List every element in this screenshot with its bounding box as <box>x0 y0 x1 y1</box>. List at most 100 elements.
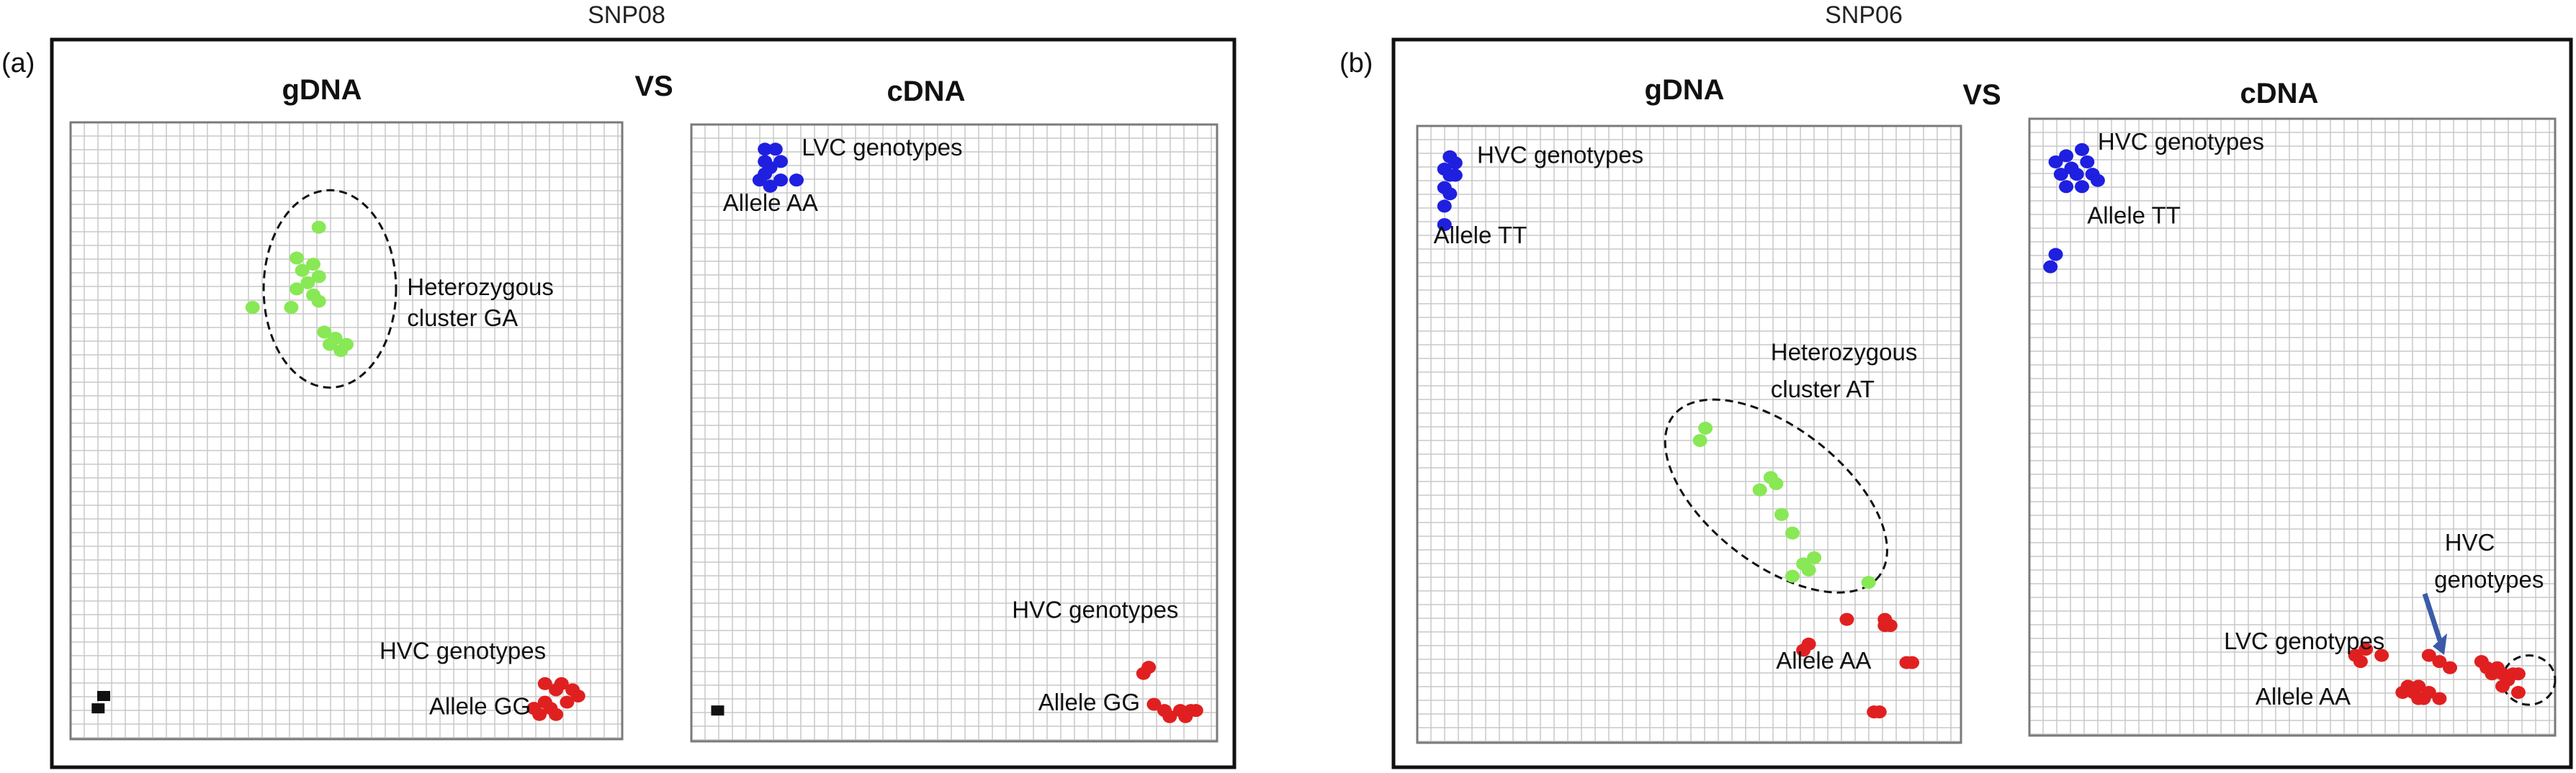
data-point <box>2510 667 2526 681</box>
data-point <box>1807 551 1822 564</box>
data-point <box>763 179 778 193</box>
data-point <box>1839 612 1854 626</box>
data-point <box>570 690 585 703</box>
data-point <box>290 282 305 296</box>
data-point <box>311 294 326 308</box>
data-point <box>549 683 564 697</box>
cluster-ellipse <box>262 189 398 389</box>
plot-border <box>690 123 1219 743</box>
annotation-label: HVC genotypes <box>2098 128 2264 155</box>
data-point <box>2048 155 2063 168</box>
data-point <box>2353 655 2368 669</box>
data-point <box>1162 710 1177 723</box>
data-point <box>2069 168 2084 181</box>
data-point <box>1146 697 1162 711</box>
grid <box>70 122 622 739</box>
annotation-label: Allele AA <box>1776 647 1871 674</box>
data-point <box>91 703 105 714</box>
data-point <box>2075 180 2089 194</box>
annotation-label: Allele TT <box>1434 222 1527 248</box>
data-point <box>2510 686 2526 700</box>
data-point <box>537 677 552 690</box>
data-point <box>1136 666 1151 680</box>
data-point <box>2053 168 2068 181</box>
annotation-label: HVC genotypes <box>1012 597 1178 623</box>
data-point <box>1188 704 1203 718</box>
panel-a-right-title: cDNA <box>887 76 966 107</box>
panel-b-right-title: cDNA <box>2240 78 2319 109</box>
data-point <box>1801 564 1816 577</box>
data-point <box>2059 149 2074 163</box>
panel-a-vs: VS <box>634 71 673 102</box>
data-point <box>2059 180 2074 194</box>
data-point <box>300 276 315 289</box>
annotation-label: Allele TT <box>2087 202 2181 229</box>
data-point <box>2421 686 2436 700</box>
data-point <box>245 301 260 315</box>
data-point <box>2443 661 2457 674</box>
data-point <box>560 695 575 709</box>
data-point <box>1877 619 1893 633</box>
annotation-label: Allele AA <box>2256 683 2351 710</box>
data-point <box>711 705 724 716</box>
annotation-label: LVC genotypes <box>2224 628 2384 654</box>
annotation-label: HVC <box>2445 529 2495 556</box>
panel-b-vs: VS <box>1962 79 2001 111</box>
arrow-icon <box>2422 592 2447 655</box>
data-point <box>2090 173 2105 187</box>
data-point <box>768 143 783 156</box>
annotation-label: Heterozygous <box>407 274 554 300</box>
data-point <box>2043 260 2058 274</box>
data-point <box>532 708 547 721</box>
annotation-label: Allele GG <box>1038 689 1140 715</box>
data-point <box>323 338 338 351</box>
data-point <box>2080 155 2095 168</box>
data-point <box>1448 168 1463 182</box>
data-point <box>339 338 354 351</box>
annotation-label: HVC genotypes <box>1477 141 1643 168</box>
data-point <box>295 263 310 277</box>
data-point <box>1769 477 1784 491</box>
data-point <box>1861 576 1876 589</box>
data-point <box>1785 526 1800 540</box>
annotation-label: Allele GG <box>429 693 531 720</box>
plot-border <box>1416 125 1962 744</box>
data-point <box>284 301 299 315</box>
plot-area <box>1417 126 1961 743</box>
data-point <box>2432 655 2447 669</box>
data-point <box>290 251 305 265</box>
data-point <box>2395 686 2410 700</box>
annotation-label: Heterozygous <box>1771 339 1918 366</box>
annotation-label: HVC genotypes <box>380 638 546 664</box>
data-point <box>773 173 789 187</box>
data-point <box>1796 643 1811 657</box>
annotation-label: genotypes <box>2434 566 2544 592</box>
data-point <box>2432 692 2447 705</box>
data-point <box>1442 187 1458 201</box>
data-point <box>2359 643 2374 656</box>
data-point <box>789 173 804 187</box>
data-point <box>317 325 332 339</box>
panel-b-title: SNP06 <box>1825 1 1903 29</box>
data-point <box>311 220 326 234</box>
data-point <box>2048 248 2063 261</box>
plot-border <box>69 121 624 741</box>
panel-b-frame <box>1391 37 2573 769</box>
data-point <box>2411 679 2426 693</box>
panel-a-title: SNP08 <box>588 1 665 29</box>
panel-b-label: (b) <box>1339 48 1373 78</box>
grid <box>691 124 1217 741</box>
data-point <box>306 258 321 271</box>
data-point <box>1785 569 1800 583</box>
data-point <box>1752 483 1767 497</box>
annotation-label: cluster AT <box>1771 376 1875 402</box>
data-point <box>1774 507 1789 521</box>
data-point <box>2421 648 2436 662</box>
panel-a-frame <box>50 37 1237 769</box>
data-point <box>311 270 326 284</box>
